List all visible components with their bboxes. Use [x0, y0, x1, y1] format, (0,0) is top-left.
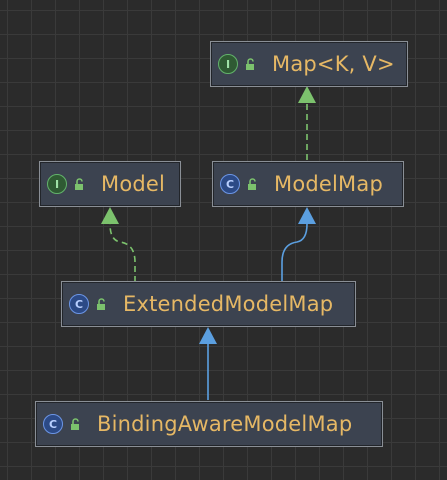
interface-icon: I	[47, 174, 67, 194]
node-label-model: Model	[101, 172, 166, 196]
public-visibility-icon	[71, 418, 79, 430]
arrowhead-extendedmodelmap	[199, 327, 217, 344]
public-visibility-icon	[75, 178, 83, 190]
arrowhead-map	[298, 86, 316, 103]
node-label-modelmap: ModelMap	[274, 172, 383, 196]
node-bindingawaremodelmap[interactable]: C BindingAwareModelMap	[35, 401, 383, 447]
interface-icon: I	[218, 54, 238, 74]
node-map[interactable]: I Map<K, V>	[210, 41, 408, 87]
arrowhead-model	[101, 207, 119, 224]
node-model[interactable]: I Model	[39, 161, 181, 207]
class-icon: C	[43, 414, 63, 434]
public-visibility-icon	[97, 298, 105, 310]
node-label-bindingawaremodelmap: BindingAwareModelMap	[97, 412, 353, 436]
edge-extendedmodelmap-extends-modelmap	[281, 223, 308, 282]
class-icon: C	[69, 294, 89, 314]
node-extendedmodelmap[interactable]: C ExtendedModelMap	[61, 281, 356, 327]
node-label-map: Map<K, V>	[272, 52, 395, 76]
public-visibility-icon	[248, 178, 256, 190]
node-modelmap[interactable]: C ModelMap	[212, 161, 404, 207]
edge-extendedmodelmap-implements-model	[109, 223, 136, 282]
public-visibility-icon	[246, 58, 254, 70]
node-label-extendedmodelmap: ExtendedModelMap	[123, 292, 334, 316]
arrowhead-modelmap	[298, 207, 316, 224]
class-icon: C	[220, 174, 240, 194]
